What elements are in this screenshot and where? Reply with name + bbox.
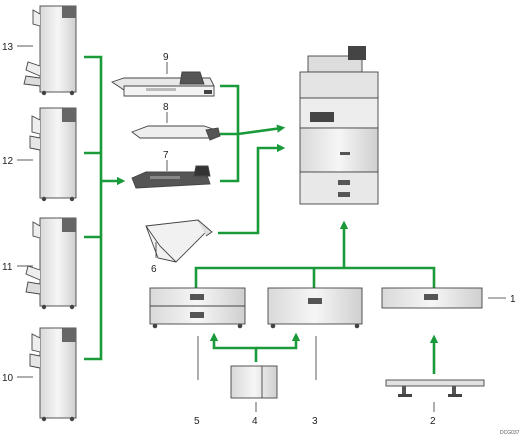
doc-code: DCG037: [500, 430, 520, 436]
paper-feed-unit-5: [149, 287, 246, 329]
callout-11: 11: [2, 262, 13, 273]
callout-9: 9: [163, 52, 169, 63]
callout-5: 5: [194, 416, 200, 427]
callout-13: 13: [2, 42, 14, 53]
tray-8: [131, 125, 221, 141]
adf-9: [110, 71, 215, 97]
main-unit: [299, 46, 379, 205]
finisher-13: [23, 5, 77, 96]
callout-7: 7: [163, 150, 169, 161]
callout-6: 6: [151, 264, 157, 275]
callout-4: 4: [252, 416, 258, 427]
adf-7: [131, 165, 211, 189]
callout-2: 2: [430, 416, 436, 427]
finisher-12: [29, 107, 77, 202]
caster-table-2: [385, 379, 485, 397]
callout-10: 10: [2, 373, 14, 384]
callout-3: 3: [312, 416, 318, 427]
callout-8: 8: [163, 102, 169, 113]
output-tray-6: [145, 219, 213, 263]
large-capacity-tray-3: [267, 287, 363, 329]
callout-1: 1: [510, 294, 516, 305]
cabinet-4: [230, 365, 278, 399]
finisher-10: [29, 327, 77, 422]
paper-tray-unit-1: [381, 287, 483, 309]
finisher-11: [25, 217, 77, 310]
callout-12: 12: [2, 156, 14, 167]
